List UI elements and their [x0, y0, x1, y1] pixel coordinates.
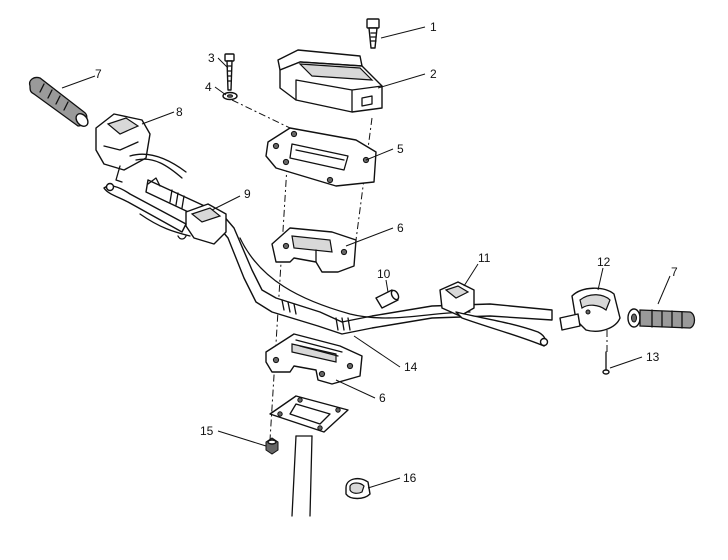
part-3-screw: [224, 53, 235, 91]
callout-13: 13: [646, 350, 660, 364]
alignment-line-center: [269, 149, 289, 441]
callout-12: 12: [597, 255, 611, 269]
part-14-handlebar: [145, 179, 553, 335]
lower-mount-plate: [269, 395, 349, 433]
alignment-line-left: [231, 99, 291, 129]
callout-6-upper: 6: [397, 221, 404, 235]
callout-4: 4: [205, 80, 212, 94]
callout-15: 15: [200, 424, 214, 438]
part-11-throttle-block: [439, 281, 549, 347]
callout-16: 16: [403, 471, 417, 485]
callout-7-left: 7: [95, 67, 102, 81]
part-1-bolt: [366, 18, 380, 49]
part-16-clamp: [345, 477, 371, 500]
callout-14: 14: [404, 360, 418, 374]
callout-5: 5: [397, 142, 404, 156]
part-6-upper-clamp: [271, 227, 357, 273]
leader-lines: [61, 26, 671, 489]
part-9-brake-lever: [103, 177, 227, 245]
part-13-screw: [602, 351, 610, 375]
part-5-mount-plate: [265, 127, 377, 187]
steering-shaft: [291, 435, 313, 517]
part-8-switch-housing: [95, 113, 187, 183]
callout-3: 3: [208, 51, 215, 65]
part-4-washer: [222, 91, 238, 101]
part-2-handlebar-pad: [277, 49, 383, 113]
callout-7-right: 7: [671, 265, 678, 279]
callout-10: 10: [377, 267, 391, 281]
part-12-throttle-housing: [559, 287, 621, 332]
callout-11: 11: [478, 251, 491, 265]
callout-9: 9: [244, 187, 251, 201]
part-7-left-grip: [28, 76, 89, 127]
part-10-sleeve: [375, 289, 400, 309]
callout-2: 2: [430, 67, 437, 81]
part-6-lower-clamp: [265, 333, 363, 385]
callout-8: 8: [176, 105, 183, 119]
part-7-right-grip: [627, 308, 696, 329]
part-15-nut: [265, 437, 279, 455]
callout-1: 1: [430, 20, 437, 34]
callout-6-lower: 6: [379, 391, 386, 405]
